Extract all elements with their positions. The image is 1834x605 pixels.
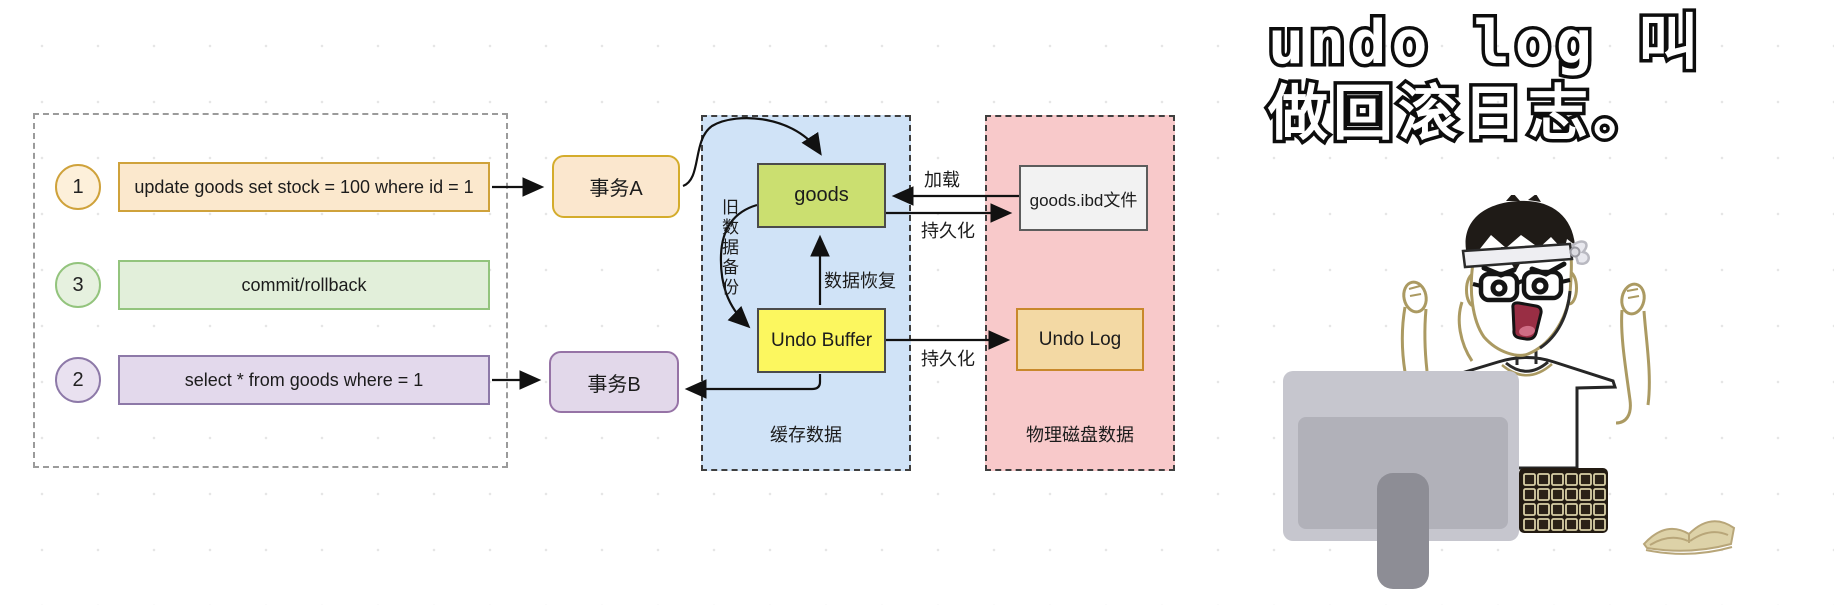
node-undo-log: Undo Log — [1016, 308, 1144, 371]
mascot-tongue — [1519, 325, 1535, 337]
edge-label-persist-bottom: 持久化 — [921, 349, 975, 369]
node-undo-buffer: Undo Buffer — [757, 308, 886, 373]
arrow-buffer-to-txn-b — [684, 374, 822, 399]
mascot-right-eye — [1531, 277, 1549, 295]
open-book — [1642, 520, 1736, 555]
step-circle-3: 3 — [55, 262, 101, 308]
step-label: select * from goods where = 1 — [184, 369, 424, 390]
edge-label-load: 加载 — [924, 170, 960, 190]
programmer-mascot-illustration — [1283, 195, 1736, 589]
mascot-right-fist — [1620, 282, 1646, 316]
mascot-hair — [1465, 200, 1575, 251]
node-ibd-file: goods.ibd文件 — [1019, 165, 1148, 231]
node-goods: goods — [757, 163, 886, 228]
step-number: 2 — [72, 368, 84, 391]
edge-label-persist-top: 持久化 — [921, 221, 975, 241]
page-title: undo log 叫 做回滚日志。 — [1265, 5, 1828, 153]
node-transaction-a: 事务A — [552, 155, 680, 218]
mascot-headband-knot — [1569, 240, 1590, 265]
mascot-left-eye — [1490, 279, 1508, 297]
arrow-txn-a-to-goods — [682, 117, 822, 188]
step-box-select: select * from goods where = 1 — [118, 355, 490, 405]
mascot-eyebrows — [1481, 261, 1567, 278]
disk-panel-caption: 物理磁盘数据 — [1026, 425, 1134, 445]
step-number: 3 — [72, 273, 84, 296]
step-box-commit: commit/rollback — [118, 260, 490, 310]
node-transaction-b: 事务B — [549, 351, 679, 413]
step-box-update: update goods set stock = 100 where id = … — [118, 162, 490, 212]
step-circle-1: 1 — [55, 164, 101, 210]
edge-label-old-data-backup: 旧数据备份 — [719, 198, 738, 298]
page-title-line1: undo log 叫 — [1265, 5, 1704, 82]
step-label: commit/rollback — [241, 274, 367, 295]
cache-panel-caption: 缓存数据 — [770, 425, 842, 445]
keyboard — [1519, 468, 1608, 533]
monitor-stand — [1377, 473, 1429, 589]
step-number: 1 — [72, 175, 84, 198]
arrow-old-data-backup — [719, 203, 758, 329]
sql-steps-panel — [33, 113, 508, 468]
step-label: update goods set stock = 100 where id = … — [134, 176, 474, 197]
edge-label-data-recovery: 数据恢复 — [824, 271, 896, 291]
mascot-arms — [1400, 301, 1651, 425]
connector-arrows — [492, 117, 1019, 399]
page-title-line2: 做回滚日志。 — [1265, 75, 1658, 152]
mascot-headband — [1461, 242, 1574, 269]
step-circle-2: 2 — [55, 357, 101, 403]
